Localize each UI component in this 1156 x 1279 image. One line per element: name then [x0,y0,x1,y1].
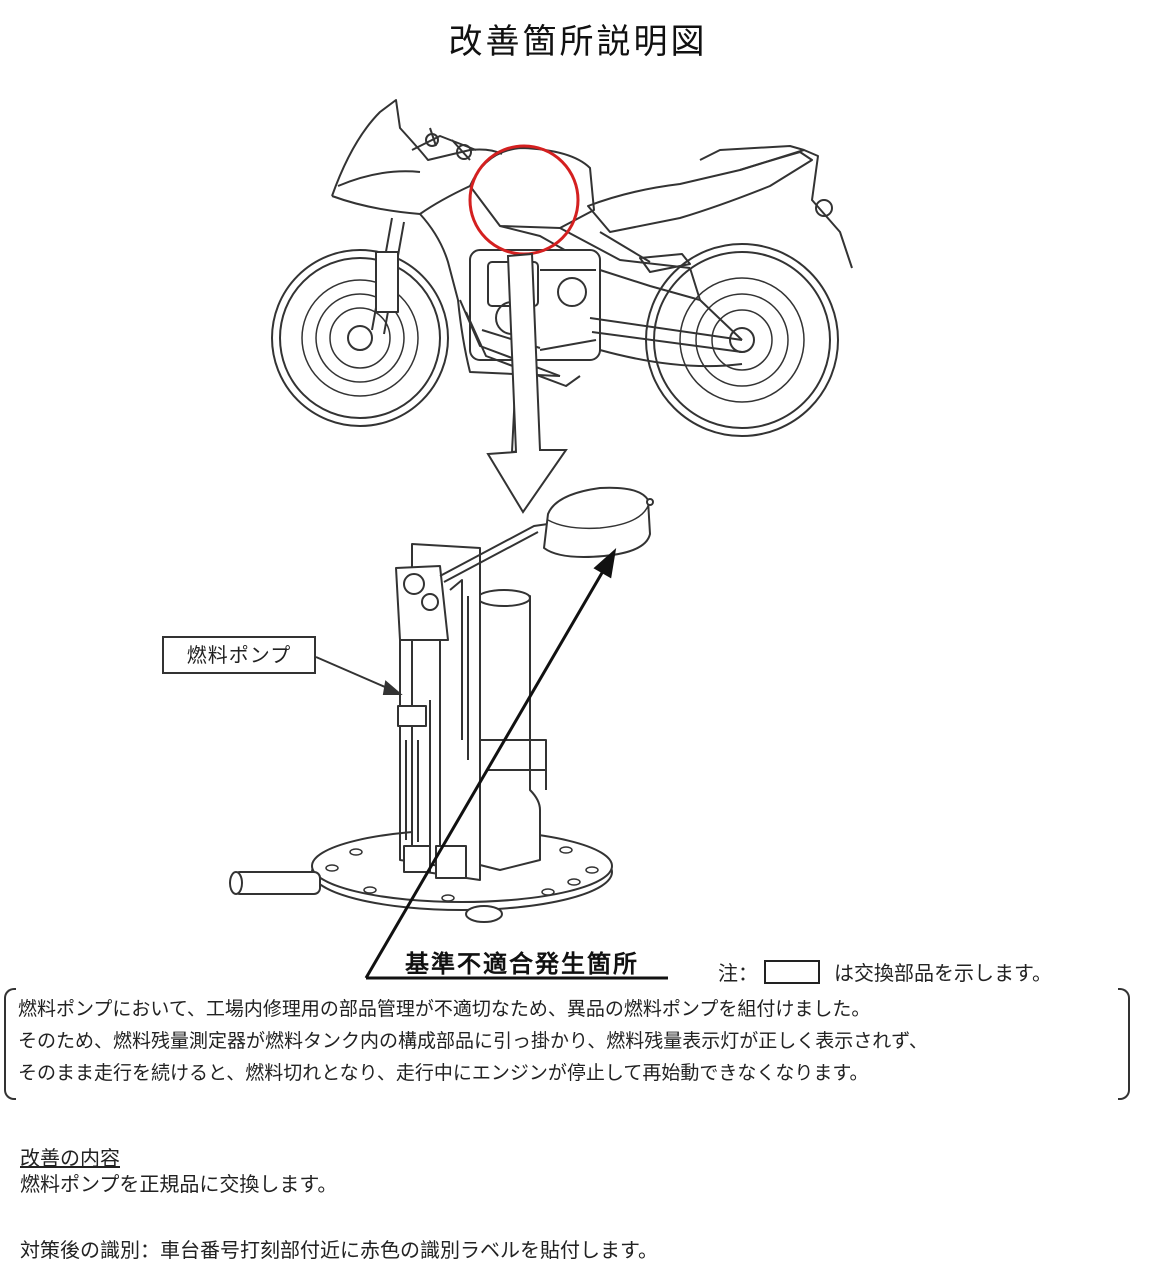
replacement-legend-box [764,959,820,984]
description-line: そのため、燃料残量測定器が燃料タンク内の構成部品に引っ掛かり、燃料残量表示灯が正… [18,1030,928,1052]
front-wheel [271,249,449,427]
defect-leader [364,548,668,980]
improvement-body: 燃料ポンプを正規品に交換します。 [20,1172,338,1196]
description-bracket-left [4,988,16,1100]
fuel-pump-label: 燃料ポンプ [162,636,316,674]
fuel-pump-illustration [229,486,654,923]
replacement-note: 注： は交換部品を示します。 [718,957,1052,986]
description-line: 燃料ポンプにおいて、工場内修理用の部品管理が不適切なため、異品の燃料ポンプを組付… [18,998,871,1020]
fuel-pump-leader [315,656,403,695]
motorcycle-illustration [271,99,853,437]
description-line: そのまま走行を続けると、燃料切れとなり、走行中にエンジンが停止して再始動できなく… [18,1062,869,1084]
note-suffix: は交換部品を示します。 [834,961,1052,985]
description-bracket-right [1118,988,1130,1100]
note-prefix: 注： [718,961,758,985]
improvement-heading: 改善の内容 [20,1146,120,1170]
page-title: 改善箇所説明図 [448,22,708,62]
fuel-float [543,486,651,558]
defect-location-label: 基準不適合発生箇所 [405,950,639,978]
defect-description: 燃料ポンプにおいて、工場内修理用の部品管理が不適切なため、異品の燃料ポンプを組付… [18,993,1124,1089]
identification-text: 対策後の識別：車台番号打刻部付近に赤色の識別ラベルを貼付します。 [20,1238,658,1262]
pointer-arrow [486,252,568,514]
highlight-circle [468,144,580,256]
